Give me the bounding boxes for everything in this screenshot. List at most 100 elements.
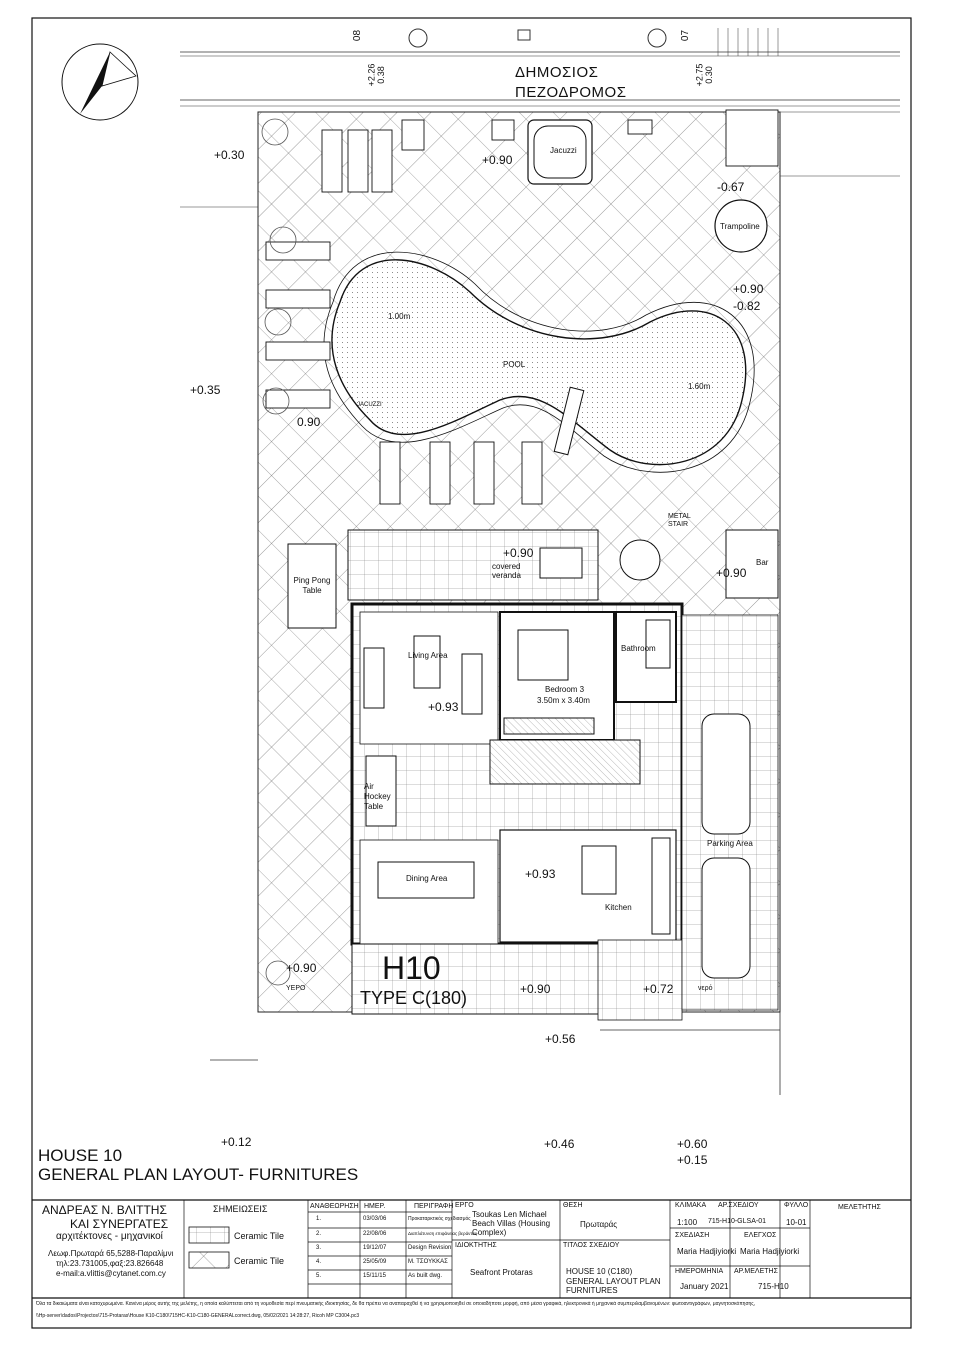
rev-no: 4. [316, 1259, 322, 1265]
rev-date: 15/11/15 [363, 1273, 386, 1279]
level-marker: +0.35 [190, 383, 221, 397]
level-marker: +0.56 [545, 1032, 576, 1046]
street-ref-left: 08 [352, 29, 364, 42]
notes-heading: ΣΗΜΕΙΩΣΕΙΣ [213, 1204, 268, 1214]
sheet-border [31, 17, 912, 1329]
checked-by: Maria Hadjiyiorki [740, 1247, 800, 1256]
study-no: 715-H10 [758, 1282, 789, 1291]
rev-desc: As built dwg. [408, 1273, 443, 1279]
date-value: January 2021 [680, 1282, 729, 1291]
level-marker: +0.15 [677, 1153, 708, 1167]
firm-name-line3: αρχιτέκτονες - μηχανικοί [56, 1231, 163, 1242]
scale-value: 1:100 [677, 1218, 698, 1227]
rev-desc: Διαπλάτυνση επιφάνειας βεράντας [408, 1231, 477, 1236]
jacuzzi-small-label: JACUZZI [357, 402, 382, 408]
designer-heading: ΜΕΛΕΤΗΤΗΣ [838, 1204, 881, 1211]
level-marker: -0.67 [717, 180, 745, 194]
trampoline-label: Trampoline [720, 222, 760, 231]
kitchen-label: Kitchen [605, 903, 632, 912]
street-ref-right: 07 [680, 29, 692, 42]
scale-heading: ΚΛΙΜΑΚΑ [675, 1202, 707, 1209]
street-dim-right-2: 0.30 [703, 66, 714, 84]
rev-no: 1. [316, 1216, 322, 1222]
level-marker: +0.90 [520, 982, 551, 996]
covered-veranda-label: covered veranda [492, 562, 521, 580]
street-name-line2: ΠΕΖΟΔΡΟΜΟΣ [515, 84, 627, 101]
firm-name-line2: ΚΑΙ ΣΥΝΕΡΓΑΤΕΣ [70, 1217, 169, 1231]
rev-desc: Μ. ΤΣΟΥΚΚΑΣ [408, 1259, 448, 1265]
sheet-heading: ΦΥΛΛΟ [784, 1202, 809, 1209]
drawn-heading: ΣΧΕΔΙΑΣΗ [675, 1232, 710, 1239]
parking-area-label: Parking Area [707, 839, 753, 848]
firm-address: Λεωφ.Πρωταρά 65,5288-Παραλίμνι [48, 1249, 174, 1258]
rev-no: 5. [316, 1273, 322, 1279]
pool-depth-right: 1.60m [688, 382, 711, 391]
living-area-label: Living Area [408, 651, 448, 660]
rev-date: 25/05/09 [363, 1259, 387, 1265]
level-marker: -0.82 [733, 299, 761, 313]
drawn-by: Maria Hadjiyiorki [677, 1247, 737, 1256]
level-marker: +0.90 [286, 961, 317, 975]
level-marker: +0.46 [544, 1137, 575, 1151]
sheet-value: 10-01 [786, 1218, 807, 1227]
street-dim-left-2: 0.38 [375, 66, 386, 84]
level-marker: +0.90 [716, 566, 747, 580]
study-no-heading: ΑΡ.ΜΕΛΕΤΗΣ [734, 1268, 778, 1275]
location-name: Πρωταράς [580, 1220, 618, 1229]
copyright-disclaimer: Όλα τα δικαιώματα είναι κατοχυρωμένα. Κα… [36, 1301, 756, 1307]
sun-loungers [265, 109, 779, 505]
parking-area [681, 614, 779, 1011]
level-marker: 0.90 [297, 415, 321, 429]
drawing-title-1: HOUSE 10 (C180) [566, 1267, 633, 1276]
bedroom-label: Bedroom 3 [545, 685, 585, 694]
firm-phone: τηλ:23.731005,φαξ:23.826648 [56, 1259, 164, 1268]
water-label-left: ΥΕΡΟ [286, 985, 306, 992]
date-heading: ΗΜΕΡΟΜΗΝΙΑ [675, 1268, 724, 1275]
jacuzzi-label: Jacuzzi [550, 146, 577, 155]
owner-heading: ΙΔΙΟΚΤΗΤΗΣ [455, 1242, 497, 1249]
bedroom-size-label: 3.50m x 3.40m [537, 696, 590, 705]
level-marker: +0.30 [214, 148, 245, 162]
rev-header-desc: ΠΕΡΙΓΡΑΦΗ [414, 1203, 454, 1210]
drawing-no: 715-H10-GLSA-01 [708, 1218, 766, 1225]
rev-desc: Προκαταρκτικός σχεδιασμός [408, 1216, 471, 1222]
street-name-line1: ΔΗΜΟΣΙΟΣ [515, 64, 599, 81]
level-marker: +0.90 [482, 153, 513, 167]
rev-no: 3. [316, 1245, 322, 1251]
pool [323, 251, 755, 473]
drawing-title-3: FURNITURES [566, 1286, 618, 1295]
rev-no: 2. [316, 1231, 322, 1237]
drawing-title-line2: GENERAL PLAN LAYOUT- FURNITURES [38, 1165, 359, 1184]
metal-stair-label: METAL STAIR [668, 513, 691, 528]
rev-date: 19/12/07 [363, 1245, 387, 1251]
firm-name-line1: ΑΝΔΡΕΑΣ Ν. ΒΛΙΤΤΗΣ [42, 1203, 167, 1217]
level-marker: +0.12 [221, 1135, 252, 1149]
trampoline-icon [714, 199, 768, 253]
rev-date: 03/03/06 [363, 1216, 387, 1222]
jacuzzi-icon [527, 119, 593, 185]
rev-desc: Design Revision [408, 1245, 452, 1251]
project-heading: ΕΡΓΟ [455, 1202, 474, 1209]
file-path: \\Hp-server\dados\Projectos\715-Protaras… [36, 1313, 360, 1319]
drawing-no-heading: ΑΡ.ΣΧΕΔΙΟΥ [718, 1202, 759, 1209]
north-arrow-icon [61, 43, 139, 121]
level-marker: +0.72 [643, 982, 674, 996]
water-label-right: νερό [698, 985, 713, 992]
location-heading: ΘΕΣΗ [563, 1202, 583, 1209]
level-marker: +0.93 [525, 867, 556, 881]
drawing-title-heading: ΤΙΤΛΟΣ ΣΧΕΔΙΟΥ [563, 1242, 620, 1249]
level-marker: +0.93 [428, 700, 459, 714]
drawing-title-line1: HOUSE 10 [38, 1146, 123, 1165]
legend-label-1: Ceramic Tile [234, 1231, 285, 1241]
rev-header-date: ΗΜΕΡ. [364, 1203, 386, 1210]
rev-date: 22/08/06 [363, 1231, 387, 1237]
title-block-grid [32, 1199, 911, 1299]
legend-label-2: Ceramic Tile [234, 1256, 285, 1266]
checked-heading: ΕΛΕΓΧΟΣ [744, 1232, 777, 1239]
air-hockey-label: Air Hockey Table [364, 782, 391, 811]
house-floor-plan [287, 529, 779, 1021]
pool-depth-left: 1.00m [388, 312, 411, 321]
ping-pong-label: Ping Pong Table [293, 576, 331, 595]
house-type: TYPE C(180) [360, 988, 468, 1008]
